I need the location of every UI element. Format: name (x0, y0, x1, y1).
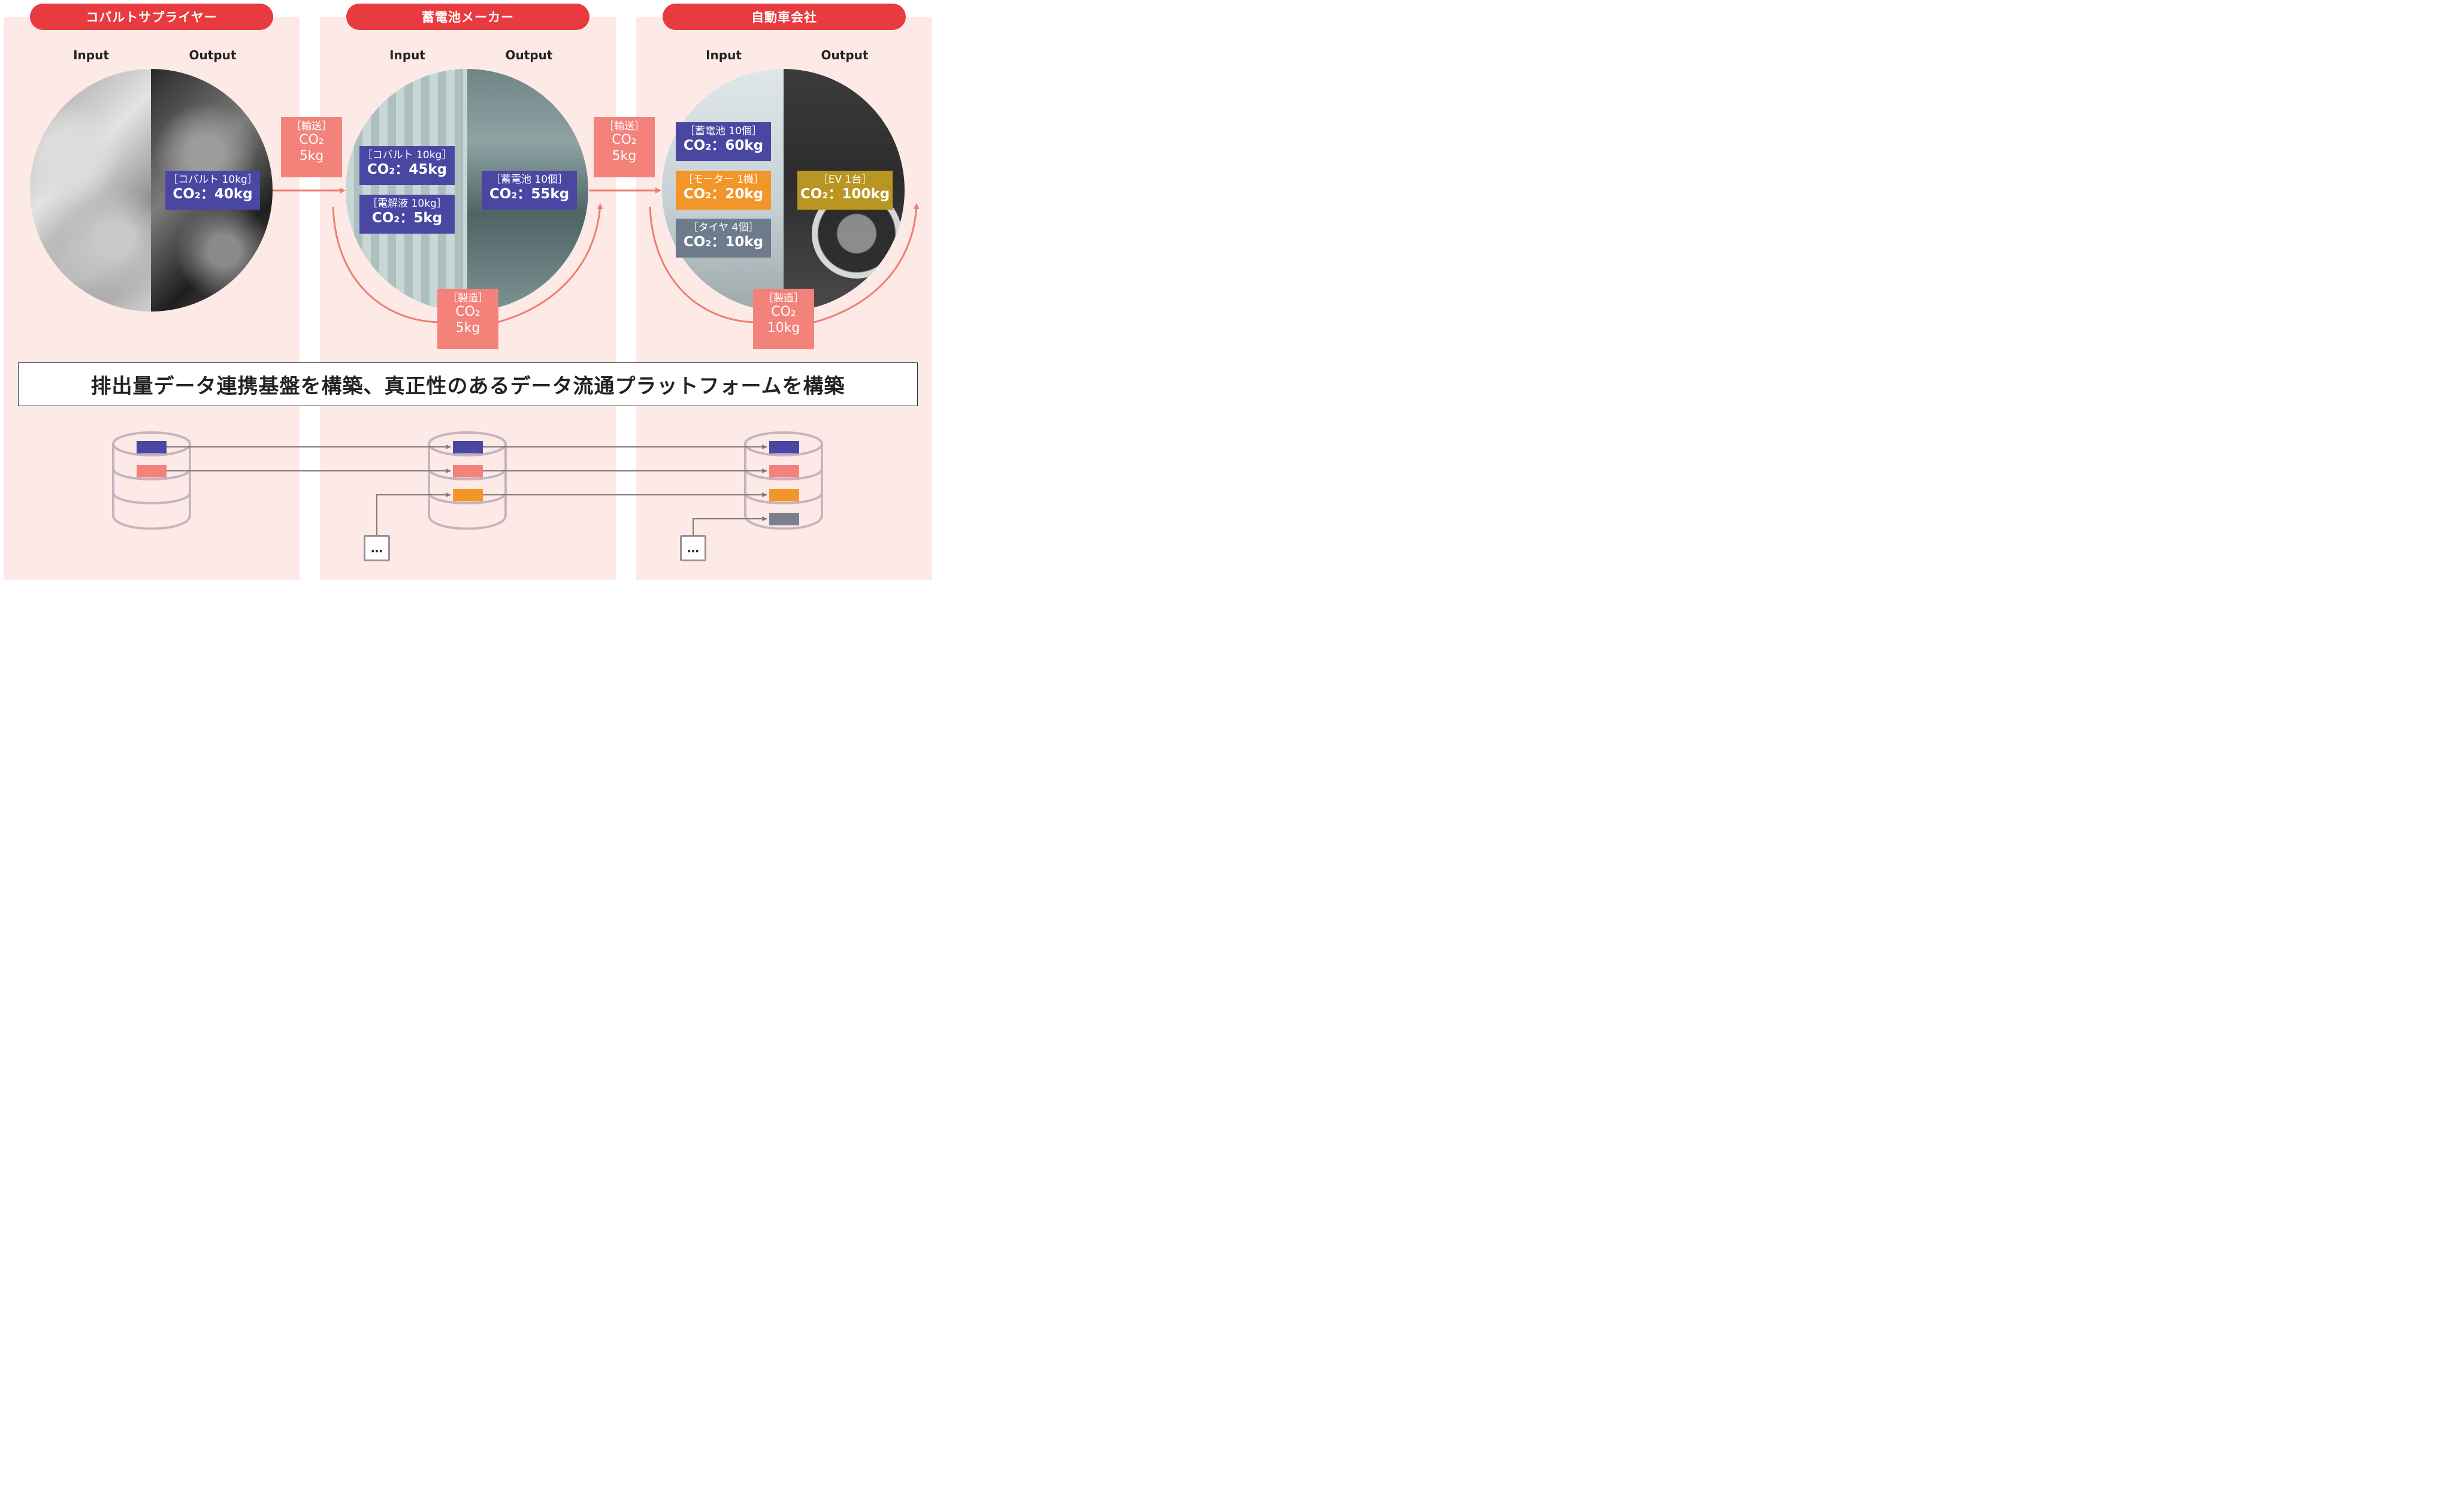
record-orange (769, 489, 799, 501)
cobalt-input-tag: ［コバルト 10kg］CO₂：45kg (359, 146, 455, 185)
output-label: Output (189, 48, 237, 62)
record-navy (769, 441, 799, 453)
database-flow (112, 431, 823, 535)
stage-title-automaker: 自動車会社 (663, 4, 906, 30)
more-sources-box: … (680, 535, 706, 561)
electrolyte-input-tag: ［電解液 10kg］CO₂：5kg (359, 195, 455, 234)
input-label: Input (706, 48, 742, 62)
record-salmon (137, 465, 167, 477)
battery-input-tag: ［蓄電池 10個］CO₂：60kg (676, 122, 771, 161)
platform-banner: 排出量データ連携基盤を構築、真正性のあるデータ流通プラットフォームを構築 (18, 362, 918, 406)
tire-input-tag: ［タイヤ 4個］CO₂：10kg (676, 219, 771, 258)
record-salmon (453, 465, 483, 477)
ev-output-tag: ［EV 1台］CO₂：100kg (797, 171, 893, 210)
transport-emission-box: ［輸送］ CO₂ 5kg (594, 117, 655, 177)
flow-arrows (273, 188, 920, 323)
output-label: Output (821, 48, 869, 62)
manufacture-emission-box: ［製造］ CO₂ 5kg (437, 289, 498, 349)
input-label: Input (73, 48, 109, 62)
more-sources-box: … (364, 535, 390, 561)
stage-title-cobalt: コバルトサプライヤー (30, 4, 273, 30)
record-navy (453, 441, 483, 453)
transport-emission-box: ［輸送］ CO₂ 5kg (281, 117, 342, 177)
record-salmon (769, 465, 799, 477)
input-label: Input (389, 48, 425, 62)
stage-title-battery: 蓄電池メーカー (346, 4, 589, 30)
record-gray (769, 513, 799, 525)
manufacture-emission-box: ［製造］ CO₂ 10kg (753, 289, 814, 349)
cobalt-output-tag: ［コバルト 10kg］CO₂：40kg (165, 171, 260, 210)
motor-input-tag: ［モーター 1機］CO₂：20kg (676, 171, 771, 210)
database-icon (428, 431, 507, 530)
battery-output-tag: ［蓄電池 10個］CO₂：55kg (482, 171, 577, 210)
record-orange (453, 489, 483, 501)
database-icon (112, 431, 191, 530)
output-label: Output (505, 48, 553, 62)
record-navy (137, 441, 167, 453)
